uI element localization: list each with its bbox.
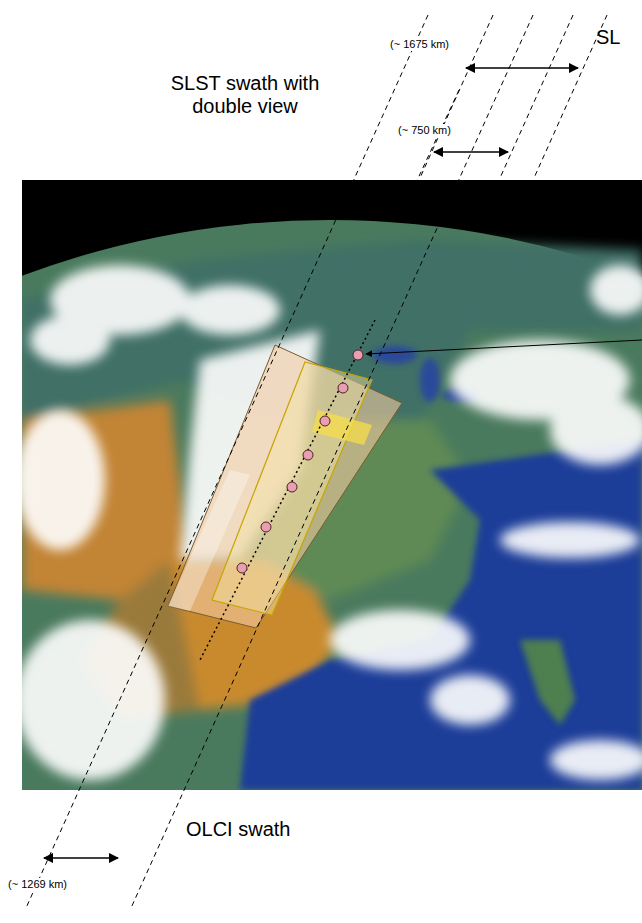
swath-label: OLCI swath <box>186 818 290 841</box>
ground-track <box>200 320 375 660</box>
track-points <box>237 350 363 573</box>
instrument-label: SL <box>596 26 620 49</box>
dimension-arrows <box>44 68 578 858</box>
dimension-label: (~ 750 km) <box>396 124 453 137</box>
earth-image <box>22 180 642 790</box>
dimension-label: (~ 1675 km) <box>388 38 451 51</box>
dimension-label: (~ 1269 km) <box>6 878 69 891</box>
swath-label: SLST swath with double view <box>150 72 340 118</box>
pointer-arrow <box>366 340 642 354</box>
swath-lines <box>26 15 607 908</box>
